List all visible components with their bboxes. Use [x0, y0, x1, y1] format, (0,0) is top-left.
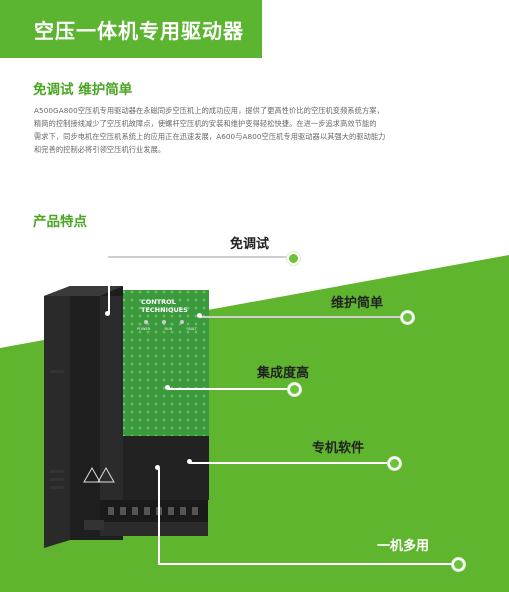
connector-line: [158, 468, 160, 564]
feature-dot: [287, 252, 300, 265]
connector-line: [158, 563, 458, 565]
feature-dot: [401, 311, 414, 324]
page-title: 空压一体机专用驱动器: [34, 18, 244, 43]
feature-easy-maintenance: 维护简单: [331, 296, 384, 311]
paragraph-line: 和完善的控制必将引领空压机行业发展。: [34, 145, 166, 154]
feature-dot: [288, 383, 301, 396]
connector-line: [190, 462, 393, 464]
led-fault-label: FAULT: [186, 327, 197, 331]
feature-no-debug: 免调试: [230, 237, 270, 252]
led-labels: POWER RUN FAULT: [137, 327, 197, 331]
section-heading-maintenance: 免调试 维护简单: [33, 82, 133, 98]
callout-anchor-dot: [165, 385, 170, 390]
paragraph-line: 需求下，同步电机在空压机系统上的应用正在迅速发展，A600与A800空压机专用驱…: [34, 132, 386, 141]
feature-high-integration: 集成度高: [257, 366, 310, 381]
title-banner: 空压一体机专用驱动器: [0, 0, 262, 58]
intro-paragraph: A500GA800空压机专用驱动器在永磁同步空压机上的成功应用，提供了更高性价比…: [34, 104, 474, 156]
paragraph-line: A500GA800空压机专用驱动器在永磁同步空压机上的成功应用，提供了更高性价比…: [34, 106, 384, 115]
connector-line: [168, 388, 293, 390]
feature-dot: [388, 457, 401, 470]
feature-multi-use: 一机多用: [377, 539, 430, 554]
callout-anchor-dot: [105, 311, 110, 316]
connector-line: [200, 316, 406, 318]
callout-anchor-dot: [187, 459, 192, 464]
led-run-label: RUN: [164, 327, 173, 331]
connector-line: [108, 256, 110, 314]
feature-dot: [452, 558, 465, 571]
callout-anchor-dot: [197, 313, 202, 318]
section-heading-features: 产品特点: [33, 214, 87, 230]
connector-line: [108, 256, 292, 258]
led-power-label: POWER: [137, 327, 151, 331]
paragraph-line: 精简的控制接线减少了空压机故障点，使螺杆空压机的安装和维护变得轻松快捷。在进一步…: [34, 119, 377, 128]
brand-logo: CONTROL TECHNIQUES: [141, 298, 188, 314]
feature-dedicated-software: 专机软件: [312, 441, 365, 456]
callout-anchor-dot: [155, 465, 160, 470]
